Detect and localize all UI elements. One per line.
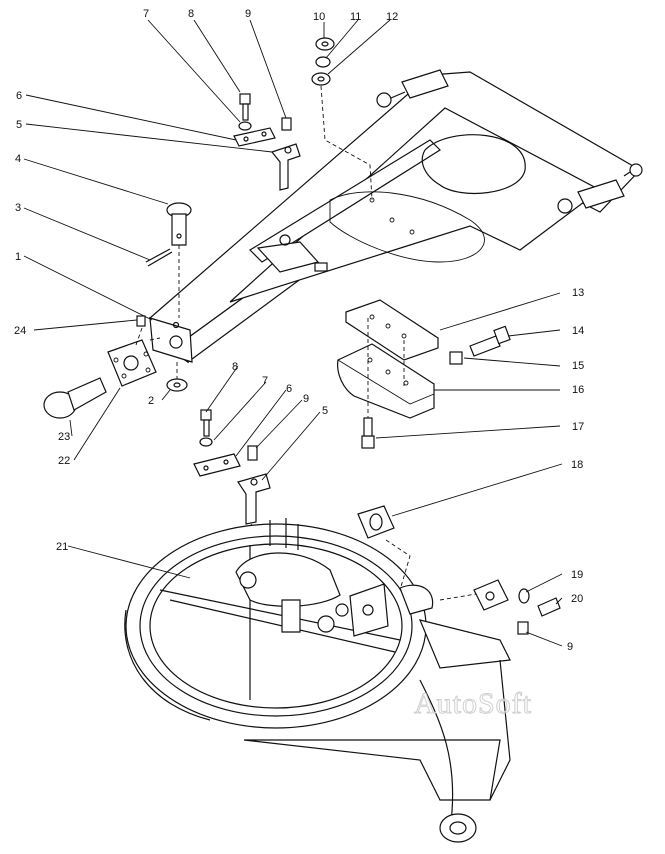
callout-8-mid: 8 [232,361,238,373]
callout-4: 4 [15,153,21,165]
callout-22: 22 [58,455,70,467]
callout-9-mid: 9 [303,393,309,405]
callout-11: 11 [350,11,361,23]
callout-18: 18 [571,459,583,471]
callout-7-top: 7 [143,8,149,20]
callout-20: 20 [571,593,583,605]
callout-numbers: 7 8 9 10 11 12 6 5 4 3 1 24 2 23 22 13 1… [14,8,584,653]
callout-5-mid: 5 [322,405,328,417]
callout-23: 23 [58,431,70,443]
callout-7-mid: 7 [262,375,268,387]
right-side-parts [357,505,561,635]
callout-9-bottom: 9 [567,641,573,653]
callout-1: 1 [15,251,21,263]
callout-5-top: 5 [16,119,22,131]
callout-6-mid: 6 [286,383,292,395]
callout-14: 14 [572,325,584,337]
callout-19: 19 [571,569,583,581]
top-fasteners [233,37,373,201]
callout-21: 21 [56,541,68,553]
callout-8-top: 8 [188,8,194,20]
callout-17: 17 [572,421,584,433]
fifth-wheel-assembly [124,518,511,843]
callout-9-top: 9 [245,8,251,20]
callout-10: 10 [313,11,325,23]
watermark-text: AutoSoft [414,687,532,720]
leader-lines [23,19,563,647]
callout-6-top: 6 [16,90,22,102]
a-frame-drawbar [148,69,643,364]
wear-pads [337,299,511,449]
left-hitch-parts [43,202,192,419]
callout-15: 15 [572,360,584,372]
callout-12: 12 [386,11,398,23]
callout-24: 24 [14,325,26,337]
callout-2: 2 [148,395,154,407]
callout-13: 13 [572,287,584,299]
callout-3: 3 [15,202,21,214]
callout-16: 16 [572,384,584,396]
